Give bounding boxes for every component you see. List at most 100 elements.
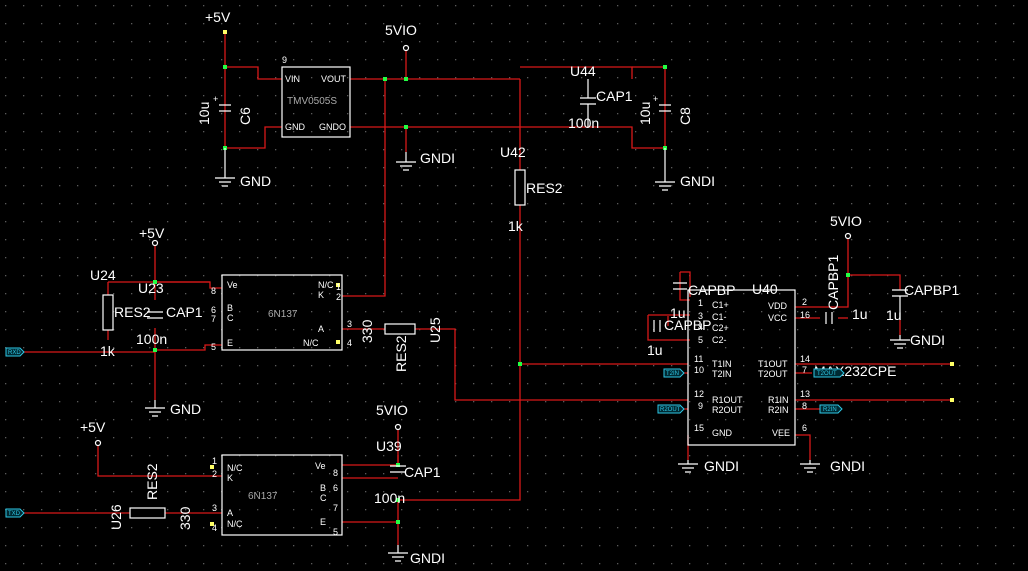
capacitor-u23 [147,311,163,319]
resistor-u24 [102,294,114,331]
opto1-pin-label: A [318,324,324,334]
capbp-c-value: 1u [852,306,868,322]
capbp-a-value: 1u [670,305,686,321]
max232-pin-number: 7 [802,365,807,375]
opto2-pin-label: N/C [227,463,243,473]
svg-text:+: + [653,94,658,104]
opto2-pin-number: 3 [212,503,217,513]
opto2-pin-number: 4 [212,523,217,533]
opto2-pin-label: C [320,493,327,503]
opto1-pin-number: 1 [336,282,341,292]
max232-pin-number: 11 [694,354,703,364]
opto2-pin-number: 1 [212,456,217,466]
resistor-u25 [384,323,416,335]
max232-pin-number: 8 [802,401,807,411]
ground-symbols [145,148,910,562]
u26-ref: U26 [108,504,124,530]
dcdc-pin-vout: VOUT [321,74,347,84]
u23-ref: U23 [138,280,164,296]
u25-value: 330 [359,319,375,343]
max232-pin-label: VCC [768,313,788,323]
opto1-pin-number: 5 [211,342,216,352]
dcdc-pin-gndo: GNDO [319,122,346,132]
opto1-pin-label: B [227,303,233,313]
max232-pin-label: T2IN [712,369,732,379]
opto2-part-name: 6N137 [248,491,278,502]
opto1-pin-number: 6 [211,305,216,315]
opto1-pin-label: C [227,313,234,323]
u24-value: 1k [100,343,116,359]
max232-pin-number: 16 [800,310,810,320]
max232-pin-number: 13 [800,389,810,399]
capacitor-capbp-d [892,289,908,320]
ground-label: GNDI [830,458,865,474]
capbp-c-type: CAPBP1 [825,255,841,310]
max232-pin-number: 3 [698,311,703,321]
capacitor-capbp-c [825,312,833,324]
max232-pin-number: 5 [698,335,703,345]
opto2-pin-label: N/C [227,519,243,529]
opto1-pin-number: 2 [336,292,341,302]
u24-ref: U24 [90,267,116,283]
svg-text:+: + [213,94,218,104]
u24-type: RES2 [114,304,151,320]
opto1-pin-label: N/C [318,280,334,290]
capbp-a-type: CAPBP [688,282,735,298]
capacitor-capbp-b [653,320,661,332]
opto2-pin-number: 7 [333,503,338,513]
u42-ref: U42 [500,144,526,160]
capbp-d-type: CAPBP1 [904,282,959,298]
max232-pin-label: T1OUT [758,359,788,369]
port-r2in-label: R2IN [823,407,837,413]
u25-type: RES2 [393,335,409,372]
u39-value: 100n [374,490,405,506]
u23-value: 100n [136,331,167,347]
opto2-pin-label: E [320,517,326,527]
dcdc-pin-vin: VIN [285,74,300,84]
port-r2out-label: R2OUT [660,407,681,413]
opto1-part-name: 6N137 [268,309,298,320]
max232-pin-number: 1 [698,298,703,308]
max232-pin-number: 4 [698,322,703,332]
dcdc-pin-gnd: GND [285,122,306,132]
opto2-pin-number: 2 [212,469,217,479]
c6-value: 10u [196,102,212,125]
u39-type: CAP1 [404,464,441,480]
capacitor-c6: + [213,94,231,112]
capbp-b-value: 1u [647,342,663,358]
opto1-pin-label: Ve [227,280,238,290]
u23-type: CAP1 [166,304,203,320]
dcdc-part-name: TMV0505S [287,96,337,107]
max232-pin-number: 9 [698,401,703,411]
opto1-pin-label: K [318,290,324,300]
capacitor-u39 [390,465,406,473]
opto2-pin-label: A [227,508,233,518]
ground-label: GNDI [704,458,739,474]
opto2-pin-label: Ve [315,461,326,471]
power-symbols [94,44,852,447]
max232-pin-number: 10 [694,365,704,375]
u26-type: RES2 [144,463,160,500]
opto1-pin-label: E [227,338,233,348]
u40-ref: U40 [752,281,778,297]
max232-pin-label: R2OUT [712,405,743,415]
port-r2in [819,404,843,414]
power-label-5vio: 5VIO [385,22,417,38]
power-label-5v: +5V [80,419,106,435]
max232-pin-label: C2- [712,335,727,345]
ground-label: GND [240,173,271,189]
max232-pin-label: C1+ [712,300,729,310]
c8-ref: C8 [677,107,693,125]
power-label-5vio: 5VIO [830,213,862,229]
capacitor-capbp-a [673,282,687,290]
max232-pin-label: R2IN [768,405,789,415]
max232-pin-label: C1- [712,312,727,322]
opto1-pin-label: N/C [303,338,319,348]
u42-type: RES2 [526,180,563,196]
ground-label: GND [170,401,201,417]
c8-value: 10u [637,102,653,125]
port-t2out-label: T2OUT [817,371,837,377]
opto2-pin-number: 8 [333,468,338,478]
max232-pin-number: 15 [694,423,704,433]
